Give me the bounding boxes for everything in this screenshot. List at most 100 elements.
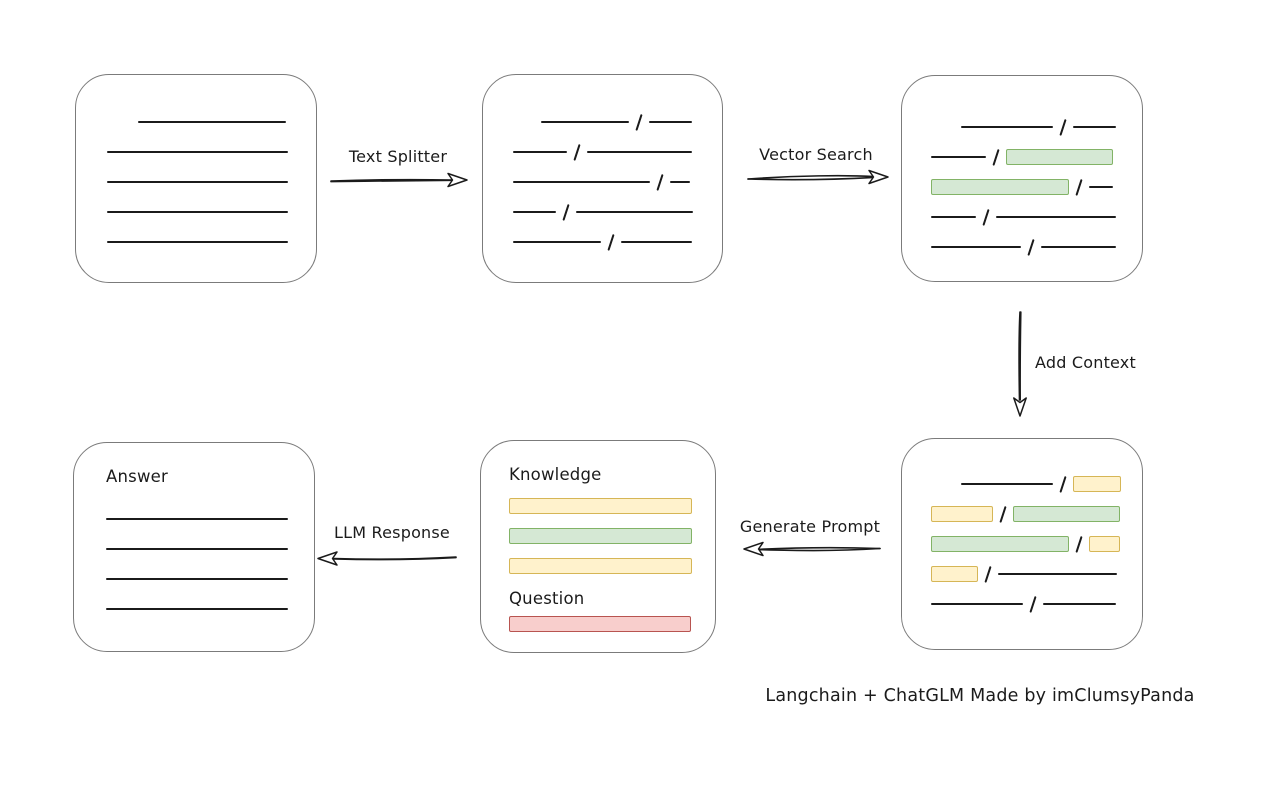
green-highlight-chunk [1013, 506, 1121, 522]
text-line [1089, 186, 1114, 188]
slash-separator [635, 113, 643, 131]
text-line [961, 483, 1053, 485]
text-line [1041, 246, 1117, 248]
diagram-caption: Langchain + ChatGLM Made by imClumsyPand… [765, 686, 1195, 706]
slash-separator [573, 143, 581, 161]
text-line [513, 151, 567, 153]
slash-separator [1075, 535, 1083, 553]
text-line [106, 518, 288, 520]
text-line [513, 241, 601, 243]
yellow-highlight-chunk [509, 498, 692, 514]
text-line [107, 241, 288, 243]
vector-match-lines [931, 112, 1142, 262]
answer-lines [106, 504, 314, 624]
text-row [931, 559, 1142, 589]
text-line [1073, 126, 1117, 128]
text-row [107, 197, 316, 227]
text-row [513, 107, 722, 137]
add-context-label: Add Context [1035, 353, 1136, 372]
slash-separator [982, 208, 990, 226]
slash-separator [562, 203, 570, 221]
text-row [931, 589, 1142, 619]
text-line [670, 181, 691, 183]
text-line [621, 241, 693, 243]
slash-separator [1059, 475, 1067, 493]
yellow-highlight-chunk [509, 558, 692, 574]
text-line [931, 216, 976, 218]
text-row [931, 499, 1142, 529]
document-lines [107, 107, 316, 257]
vector-search-arrow-icon [747, 169, 889, 185]
knowledge-label: Knowledge [509, 465, 602, 484]
indent-gap [107, 122, 138, 123]
text-line [106, 548, 288, 550]
text-line [107, 211, 288, 213]
text-row [931, 469, 1142, 499]
text-line [996, 216, 1117, 218]
yellow-highlight-chunk [931, 566, 978, 582]
generate-prompt-label: Generate Prompt [739, 517, 881, 536]
text-row [106, 594, 314, 624]
text-row [107, 107, 316, 137]
slash-separator [999, 505, 1007, 523]
indent-gap [931, 484, 961, 485]
text-line [1043, 603, 1117, 605]
text-line [107, 181, 288, 183]
answer-label: Answer [106, 467, 168, 486]
node-answer: Answer [73, 442, 315, 652]
text-row [509, 551, 715, 581]
slash-separator [1027, 238, 1035, 256]
green-highlight-chunk [509, 528, 692, 544]
slash-separator [1029, 595, 1037, 613]
red-highlight-chunk [509, 616, 691, 632]
text-row [931, 202, 1142, 232]
yellow-highlight-chunk [931, 506, 993, 522]
knowledge-bars [509, 491, 715, 581]
vector-search-label: Vector Search [759, 145, 873, 164]
question-bar [509, 609, 715, 639]
indent-gap [931, 127, 961, 128]
green-highlight-chunk [931, 179, 1069, 195]
text-row [931, 112, 1142, 142]
text-row [931, 172, 1142, 202]
slash-separator [607, 233, 615, 251]
text-line [931, 603, 1023, 605]
text-row [509, 491, 715, 521]
context-lines [931, 469, 1142, 619]
green-highlight-chunk [1006, 149, 1114, 165]
text-line [541, 121, 629, 123]
indent-gap [513, 122, 541, 123]
llm-response-label: LLM Response [334, 523, 450, 542]
text-row [107, 167, 316, 197]
text-line [961, 126, 1053, 128]
text-row [107, 227, 316, 257]
question-label: Question [509, 589, 585, 608]
text-row [931, 142, 1142, 172]
text-row [106, 504, 314, 534]
node-vector-matches [901, 75, 1143, 282]
text-splitter-arrow-icon [330, 172, 468, 188]
slash-separator [984, 565, 992, 583]
text-line [587, 151, 693, 153]
slash-separator [1075, 178, 1083, 196]
text-row [509, 609, 715, 639]
yellow-highlight-chunk [1073, 476, 1122, 492]
text-row [513, 137, 722, 167]
green-highlight-chunk [931, 536, 1069, 552]
node-split-text [482, 74, 723, 283]
text-row [509, 521, 715, 551]
text-line [513, 211, 556, 213]
text-line [931, 156, 986, 158]
generate-prompt-arrow-icon [743, 541, 881, 557]
text-row [513, 197, 722, 227]
text-row [513, 167, 722, 197]
split-text-lines [513, 107, 722, 257]
yellow-highlight-chunk [1089, 536, 1121, 552]
slash-separator [1059, 118, 1067, 136]
text-line [138, 121, 286, 123]
llm-response-arrow-icon [317, 551, 457, 566]
node-source-document [75, 74, 317, 283]
add-context-arrow-icon [1013, 311, 1027, 417]
text-row [931, 232, 1142, 262]
